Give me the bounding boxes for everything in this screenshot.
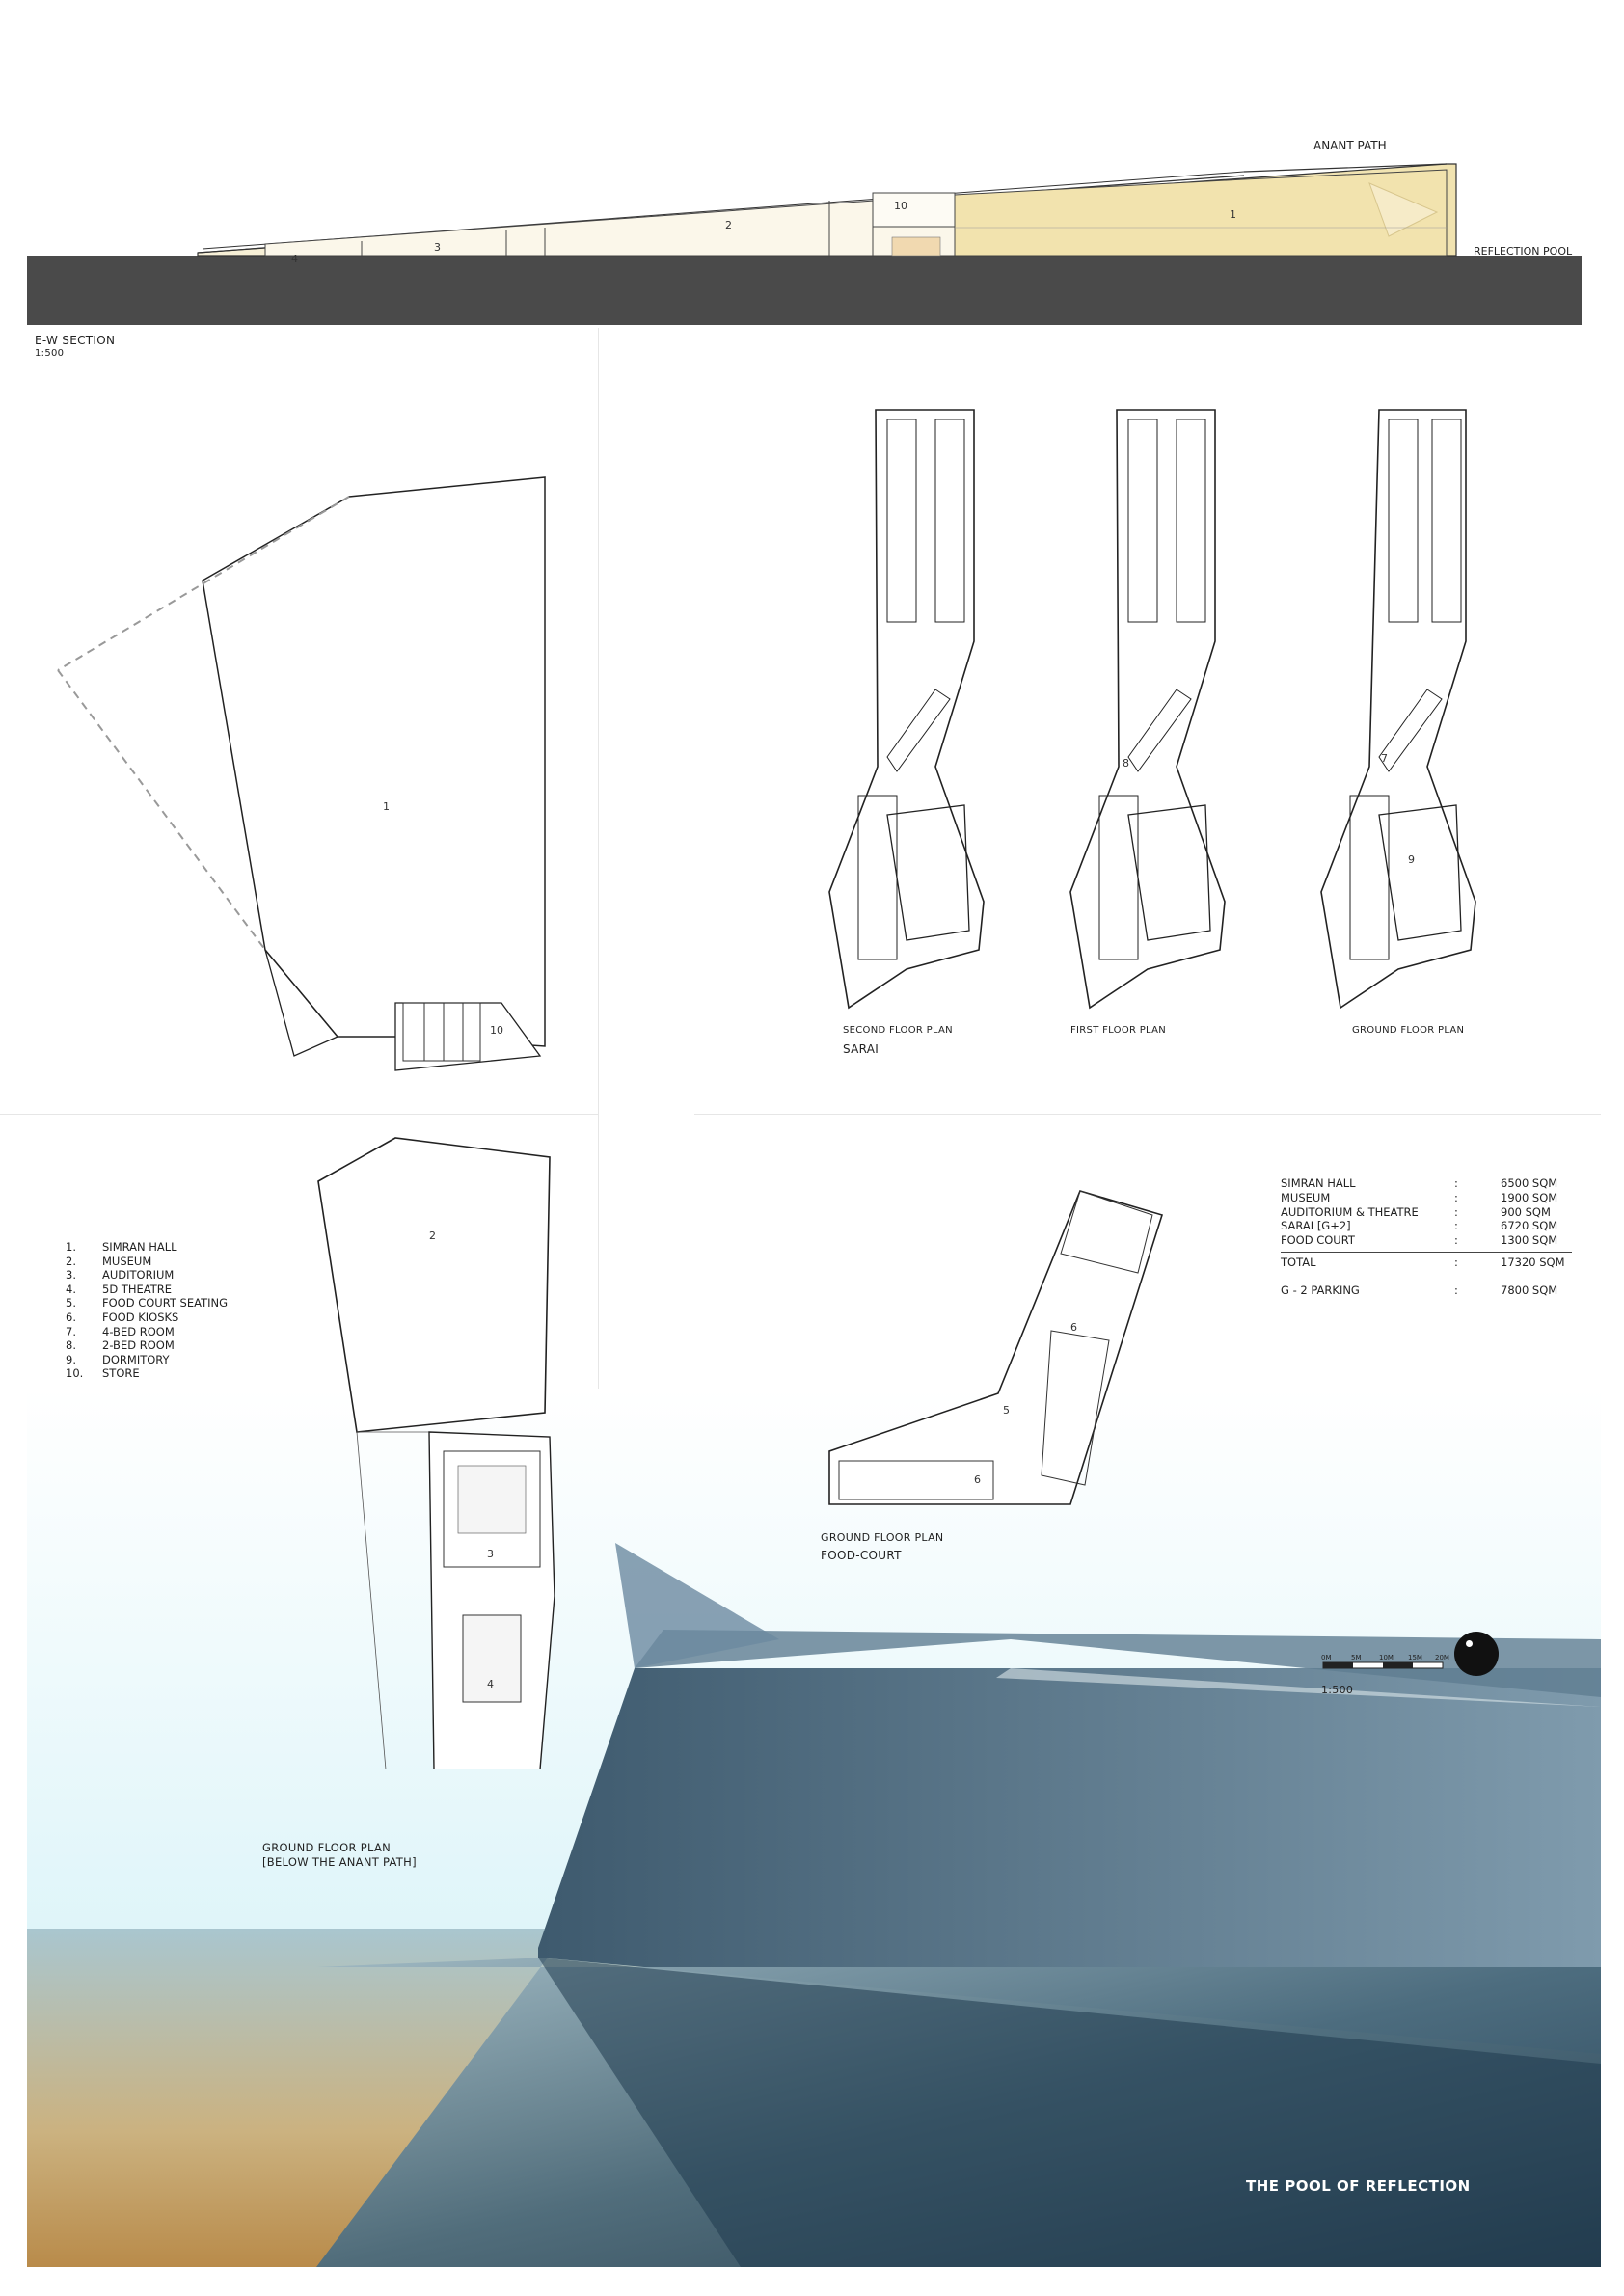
legend-item: 7.4-BED ROOM bbox=[66, 1324, 175, 1338]
area-table: SIMRAN HALL:6500 SQM MUSEUM:1900 SQM AUD… bbox=[1281, 1176, 1572, 1298]
plan-number-2: 2 bbox=[429, 1229, 436, 1242]
food-court-subtitle: FOOD-COURT bbox=[821, 1549, 902, 1562]
area-row: MUSEUM:1900 SQM bbox=[1281, 1190, 1558, 1204]
sarai-ground-floor bbox=[1320, 409, 1476, 1010]
scale-tick: 5M bbox=[1351, 1654, 1362, 1661]
food-court-plan: 5 6 6 bbox=[820, 1186, 1167, 1514]
section-title: E-W SECTION bbox=[35, 334, 116, 347]
legend-item: 1.SIMRAN HALL bbox=[66, 1240, 177, 1254]
reflection-pool-label: REFLECTION POOL bbox=[1474, 245, 1573, 257]
legend-item: 10.STORE bbox=[66, 1366, 140, 1381]
legend-item: 8.2-BED ROOM bbox=[66, 1338, 175, 1353]
food-number-5: 5 bbox=[1003, 1404, 1010, 1417]
scale-tick: 10M bbox=[1379, 1654, 1394, 1661]
plan-number-3: 3 bbox=[487, 1548, 494, 1560]
food-number-6b: 6 bbox=[1070, 1321, 1077, 1334]
pool-render bbox=[27, 1389, 1601, 2267]
section-space-10: 10 bbox=[894, 200, 907, 212]
ew-section: ANANT PATH REFLECTION POOL 1 2 3 4 10 E-… bbox=[0, 0, 1624, 366]
section-space-2: 2 bbox=[725, 219, 732, 231]
simran-number-1: 1 bbox=[383, 800, 390, 813]
area-rule bbox=[1281, 1251, 1572, 1253]
north-arrow-icon bbox=[1454, 1632, 1499, 1676]
legend-item: 3.AUDITORIUM bbox=[66, 1268, 175, 1283]
render-caption: THE POOL OF REFLECTION bbox=[1246, 2177, 1471, 2195]
area-row: SIMRAN HALL:6500 SQM bbox=[1281, 1176, 1558, 1190]
plan-number-4: 4 bbox=[487, 1678, 494, 1690]
sarai-number-7: 7 bbox=[1381, 752, 1388, 765]
area-row: AUDITORIUM & THEATRE:900 SQM bbox=[1281, 1204, 1551, 1219]
sarai-second-floor bbox=[828, 409, 985, 1010]
legend: 1.SIMRAN HALL 2.MUSEUM 3.AUDITORIUM 4.5D… bbox=[66, 1240, 228, 1381]
sarai-ground-floor-label: GROUND FLOOR PLAN bbox=[1352, 1025, 1465, 1036]
section-space-1: 1 bbox=[1230, 208, 1236, 221]
ground-mass bbox=[27, 256, 1582, 325]
sarai-first-floor-label: FIRST FLOOR PLAN bbox=[1070, 1025, 1167, 1036]
sarai-plans: 8 7 9 SECOND FLOOR PLAN SARAI FIRST FLOO… bbox=[791, 391, 1524, 1085]
divider bbox=[0, 1114, 598, 1115]
ground-plan-subtitle: [BELOW THE ANANT PATH] bbox=[262, 1855, 417, 1869]
section-space-3: 3 bbox=[434, 241, 441, 254]
ground-plan-title: GROUND FLOOR PLAN bbox=[262, 1841, 392, 1854]
section-scale: 1:500 bbox=[35, 348, 65, 359]
legend-item: 5.FOOD COURT SEATING bbox=[66, 1296, 229, 1310]
scale-tick: 15M bbox=[1408, 1654, 1422, 1661]
legend-item: 2.MUSEUM bbox=[66, 1254, 152, 1268]
scale-tick: 0M bbox=[1321, 1654, 1332, 1661]
area-row: SARAI [G+2]:6720 SQM bbox=[1281, 1219, 1558, 1233]
simran-number-10: 10 bbox=[490, 1024, 503, 1037]
scale-tick: 20M bbox=[1435, 1654, 1449, 1661]
area-parking-row: G - 2 PARKING:7800 SQM bbox=[1281, 1283, 1558, 1297]
area-row: FOOD COURT:1300 SQM bbox=[1281, 1233, 1558, 1248]
divider bbox=[694, 1114, 1601, 1115]
simran-hall-plan: 1 10 bbox=[0, 328, 608, 1119]
legend-item: 6.FOOD KIOSKS bbox=[66, 1310, 179, 1324]
museum-plan: 2 3 4 bbox=[309, 1133, 579, 1770]
sarai-number-9: 9 bbox=[1408, 853, 1415, 866]
anant-path-label: ANANT PATH bbox=[1313, 139, 1387, 152]
sarai-label: SARAI bbox=[843, 1042, 880, 1056]
divider bbox=[598, 328, 599, 1639]
section-space-4: 4 bbox=[291, 253, 298, 265]
scale-bar: 0M 5M 10M 15M 20M 1:500 bbox=[1321, 1651, 1456, 1699]
area-total-row: TOTAL:17320 SQM bbox=[1281, 1255, 1565, 1269]
sarai-first-floor bbox=[1069, 409, 1226, 1010]
building-wall bbox=[538, 1668, 1601, 2054]
food-court-title: GROUND FLOOR PLAN bbox=[821, 1531, 944, 1544]
legend-item: 9.DORMITORY bbox=[66, 1352, 170, 1366]
section-drawing: ANANT PATH REFLECTION POOL 1 2 3 4 10 bbox=[27, 139, 1582, 325]
sarai-second-floor-label: SECOND FLOOR PLAN bbox=[843, 1025, 953, 1036]
legend-item: 4.5D THEATRE bbox=[66, 1282, 173, 1296]
scale-text: 1:500 bbox=[1321, 1684, 1354, 1696]
food-number-6a: 6 bbox=[974, 1473, 981, 1486]
sarai-number-8: 8 bbox=[1123, 757, 1129, 770]
